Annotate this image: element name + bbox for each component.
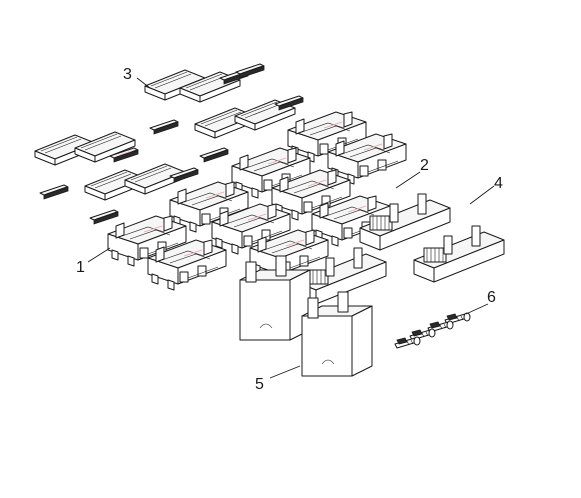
callout-label-5: 5 [255,376,264,393]
callout-label-4: 4 [494,175,503,192]
callout-label-2: 2 [420,157,429,174]
part-3-plate-assembly [34,63,304,225]
callout-label-3: 3 [123,66,132,83]
callout-leaders [87,77,495,379]
callout-label-1: 1 [76,259,85,276]
part-6-screws [394,312,471,349]
callout-label-6: 6 [487,289,496,306]
